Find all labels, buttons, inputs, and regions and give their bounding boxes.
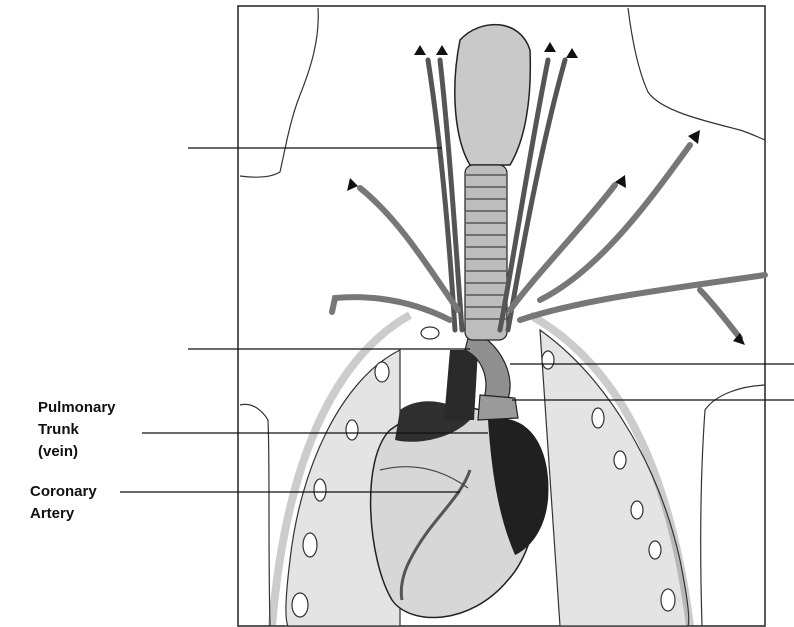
pulmonary-trunk bbox=[478, 395, 518, 420]
label-coronary-artery: Coronary Artery bbox=[30, 481, 97, 525]
label-pulmonary-trunk-line-1: Pulmonary bbox=[38, 397, 116, 419]
superior-vena-cava bbox=[444, 350, 478, 420]
label-pulmonary-trunk-line-2: Trunk bbox=[38, 419, 116, 441]
thyroid-cartilage bbox=[455, 25, 531, 165]
label-pulmonary-trunk: Pulmonary Trunk (vein) bbox=[38, 397, 116, 463]
label-pulmonary-trunk-line-3: (vein) bbox=[38, 441, 116, 463]
label-coronary-artery-line-2: Artery bbox=[30, 503, 97, 525]
label-coronary-artery-line-1: Coronary bbox=[30, 481, 97, 503]
